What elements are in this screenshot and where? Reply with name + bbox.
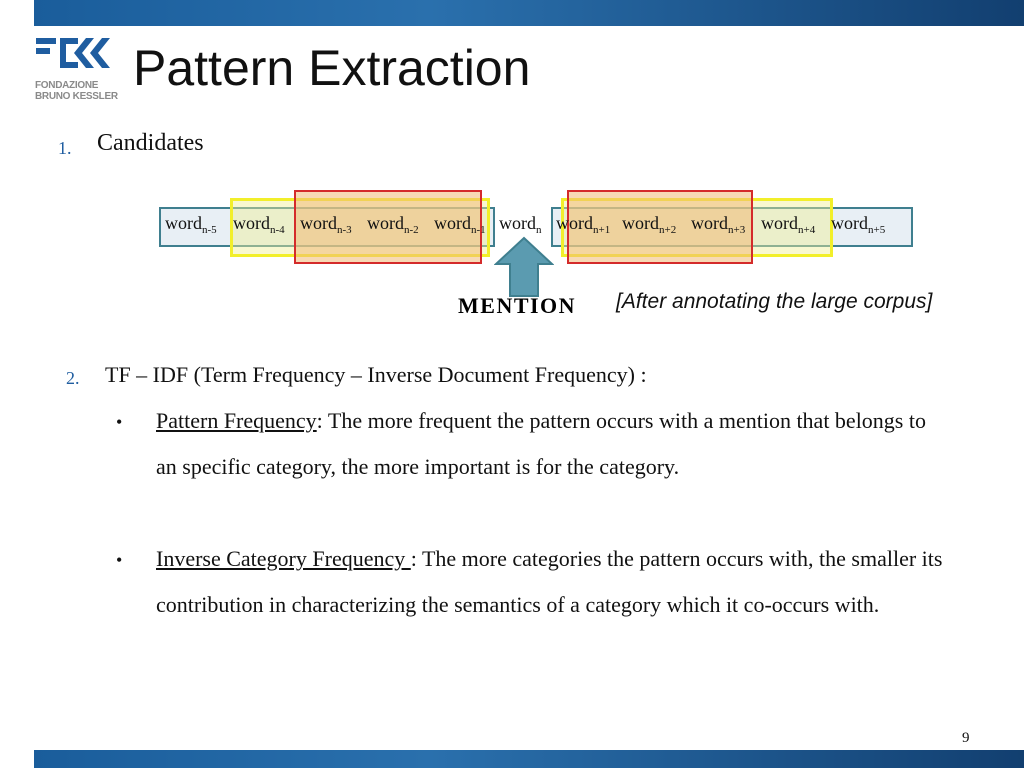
term-pattern-frequency: Pattern Frequency (156, 408, 317, 433)
bottom-banner (34, 750, 1024, 768)
word-n+4: wordn+4 (761, 213, 816, 236)
top-banner (34, 0, 1024, 26)
bullet-pattern-frequency: Pattern Frequency: The more frequent the… (156, 398, 946, 490)
slide-title: Pattern Extraction (133, 40, 531, 96)
right-red-window (567, 190, 753, 264)
bullet-marker-1: • (116, 412, 123, 432)
word-n-1: wordn-1 (434, 213, 486, 236)
logo-line-1: FONDAZIONE (35, 80, 99, 91)
fbk-logo-icon (34, 34, 114, 102)
word-n+5: wordn+5 (831, 213, 886, 236)
mention-label: MENTION (458, 293, 577, 318)
word-n-2: wordn-2 (367, 213, 419, 236)
term-inverse-category-frequency: Inverse Category Frequency (156, 546, 411, 571)
word-n-5: wordn-5 (165, 213, 217, 236)
bullet-marker-2: • (116, 550, 123, 570)
list-number-1: 1. (58, 138, 72, 158)
desc-inverse-category-frequency: : The more categories the pattern occurs… (156, 546, 943, 617)
list-item-tf-idf: TF – IDF (Term Frequency – Inverse Docum… (105, 362, 647, 387)
desc-pattern-frequency: : The more frequent the pattern occurs w… (156, 408, 926, 479)
bullet-inverse-category-frequency: Inverse Category Frequency : The more ca… (156, 536, 946, 628)
annotation-note: [After annotating the large corpus] (616, 290, 933, 313)
page-number: 9 (962, 730, 970, 746)
left-red-window (294, 190, 482, 264)
up-arrow-icon (494, 236, 554, 297)
logo-line-2: BRUNO KESSLER (35, 91, 118, 102)
word-n+2: wordn+2 (622, 213, 677, 236)
word-n-3: wordn-3 (300, 213, 352, 236)
list-item-candidates: Candidates (97, 130, 204, 156)
word-n: wordn (499, 213, 542, 236)
logo-wordmark: FONDAZIONE BRUNO KESSLER (35, 80, 118, 102)
word-n+1: wordn+1 (556, 213, 611, 236)
word-n+3: wordn+3 (691, 213, 746, 236)
list-number-2: 2. (66, 368, 80, 388)
word-n-4: wordn-4 (233, 213, 285, 236)
